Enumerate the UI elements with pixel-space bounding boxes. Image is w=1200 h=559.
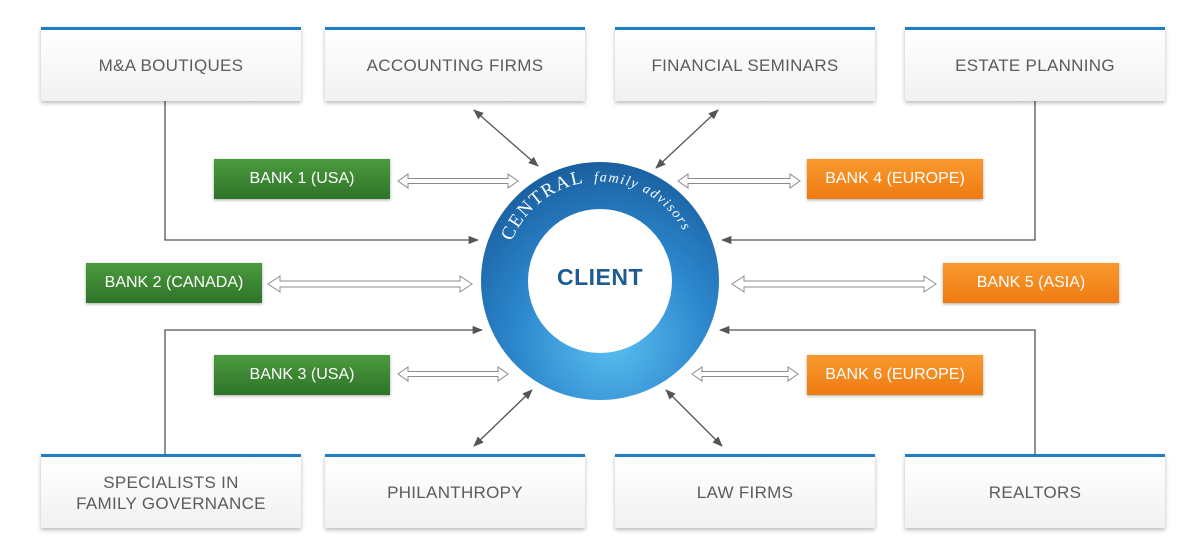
partner-label: FINANCIAL SEMINARS bbox=[651, 56, 839, 75]
partner-label: ACCOUNTING FIRMS bbox=[366, 56, 544, 75]
bank3-hollow-arrow bbox=[397, 366, 509, 382]
bank-5: BANK 5 (ASIA) bbox=[943, 263, 1119, 303]
bank-label: BANK 5 (ASIA) bbox=[976, 274, 1086, 291]
partner-ma-boutiques: M&A BOUTIQUES bbox=[41, 27, 301, 101]
connector-specialists bbox=[164, 325, 484, 454]
partner-label-line2: FAMILY GOVERNANCE bbox=[76, 493, 266, 513]
partner-label: PHILANTHROPY bbox=[387, 483, 523, 502]
connector-financial bbox=[655, 109, 719, 169]
client-inner-circle bbox=[528, 209, 672, 353]
bank-label: BANK 6 (EUROPE) bbox=[825, 366, 965, 383]
bank1-hollow-arrow bbox=[397, 173, 519, 189]
client-label: CLIENT bbox=[556, 264, 644, 290]
partner-realtors: REALTORS bbox=[905, 454, 1165, 528]
partner-label: LAW FIRMS bbox=[696, 483, 794, 502]
bank-2: BANK 2 (CANADA) bbox=[86, 263, 262, 303]
bank-1: BANK 1 (USA) bbox=[214, 159, 390, 199]
partner-estate-planning: ESTATE PLANNING bbox=[905, 27, 1165, 101]
partner-label-line1: SPECIALISTS IN bbox=[103, 472, 239, 492]
bank-label: BANK 4 (EUROPE) bbox=[825, 170, 965, 187]
bank-label: BANK 1 (USA) bbox=[249, 170, 355, 187]
connector-realtors bbox=[718, 325, 1036, 454]
bank5-hollow-arrow bbox=[731, 275, 937, 293]
connector-estate-planning bbox=[720, 101, 1036, 245]
connector-law-firms bbox=[665, 389, 723, 447]
connector-ma-boutiques bbox=[164, 101, 480, 245]
bank-3: BANK 3 (USA) bbox=[214, 355, 390, 395]
partner-label: SPECIALISTS IN FAMILY GOVERNANCE bbox=[76, 472, 266, 514]
bank6-hollow-arrow bbox=[691, 366, 799, 382]
partner-accounting-firms: ACCOUNTING FIRMS bbox=[325, 27, 585, 101]
bank-4: BANK 4 (EUROPE) bbox=[807, 159, 983, 199]
bank4-hollow-arrow bbox=[677, 173, 801, 189]
partner-law-firms: LAW FIRMS bbox=[615, 454, 875, 528]
partner-specialists: SPECIALISTS IN FAMILY GOVERNANCE bbox=[41, 454, 301, 528]
partner-label: ESTATE PLANNING bbox=[955, 56, 1115, 75]
bank2-hollow-arrow bbox=[267, 275, 473, 293]
connector-accounting bbox=[473, 109, 539, 167]
connector-philanthropy bbox=[473, 389, 533, 447]
bank-label: BANK 3 (USA) bbox=[249, 366, 355, 383]
partner-label: M&A BOUTIQUES bbox=[98, 56, 244, 75]
partner-philanthropy: PHILANTHROPY bbox=[325, 454, 585, 528]
partner-label: REALTORS bbox=[988, 483, 1082, 502]
partner-financial-seminars: FINANCIAL SEMINARS bbox=[615, 27, 875, 101]
bank-label: BANK 2 (CANADA) bbox=[104, 274, 244, 291]
bank-6: BANK 6 (EUROPE) bbox=[807, 355, 983, 395]
